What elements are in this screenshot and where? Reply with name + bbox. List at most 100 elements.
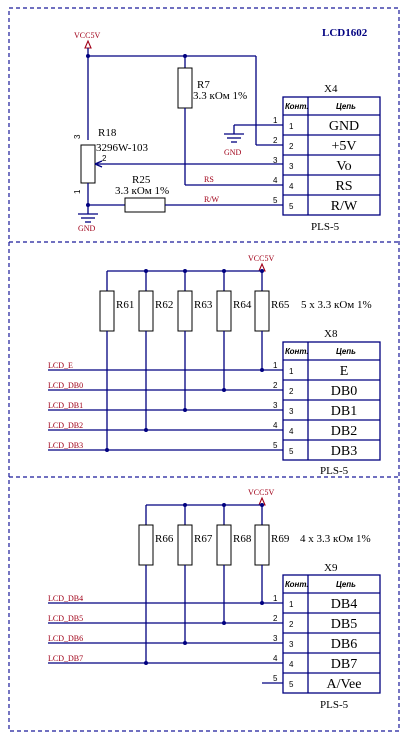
resistor-r66	[138, 524, 154, 566]
net-label: LCD_DB0	[48, 381, 83, 390]
net-label-rw: R/W	[204, 195, 220, 204]
net-label: LCD_DB5	[48, 614, 83, 623]
x9-row-net: A/Vee	[327, 677, 362, 692]
x4-type: PLS-5	[311, 221, 340, 233]
resistor-ref: R63	[194, 299, 213, 311]
resistor-ref: R66	[155, 533, 174, 545]
resistor-r63	[177, 290, 193, 332]
net-label: LCD_DB1	[48, 401, 83, 410]
x8-row-pin: 3	[289, 407, 294, 416]
x9-row-pin: 4	[289, 660, 294, 669]
group3-note: 4 x 3.3 кОм 1%	[300, 533, 371, 545]
x8-header-net: Цепь	[336, 347, 356, 356]
x4-pin-number: 4	[273, 176, 278, 185]
resistor-r65	[254, 290, 270, 332]
x4-row-pin: 1	[289, 122, 294, 131]
x8-ref: X8	[324, 328, 338, 340]
x8-row-net: DB2	[331, 424, 357, 439]
x4-pin-number: 1	[273, 116, 278, 125]
x8-outline	[282, 341, 381, 461]
x4-row-pin: 4	[289, 182, 294, 191]
r18-pin2: 2	[102, 154, 107, 163]
net-label: LCD_DB4	[48, 594, 83, 603]
resistor-r69	[254, 524, 270, 566]
resistor-ref: R61	[116, 299, 134, 311]
x9-row-pin: 3	[289, 640, 294, 649]
resistor-ref: R64	[233, 299, 252, 311]
x4-row-net: RS	[335, 179, 352, 194]
net-label: LCD_E	[48, 361, 73, 370]
resistor-ref: R67	[194, 533, 213, 545]
x8-row-net: DB1	[331, 404, 357, 419]
x9-row-net: DB6	[331, 637, 357, 652]
x8-row-pin: 2	[289, 387, 294, 396]
x9-row-net: DB4	[331, 597, 357, 612]
x8-row-net: DB0	[331, 384, 357, 399]
x9-ref: X9	[324, 562, 338, 574]
net-label: LCD_DB7	[48, 654, 83, 663]
net-label: LCD_DB6	[48, 634, 83, 643]
x8-pin-number: 3	[273, 401, 278, 410]
resistor-r67	[177, 524, 193, 566]
x4-row-net: R/W	[331, 199, 358, 214]
r7-ref: R7	[197, 79, 210, 91]
group2-note: 5 x 3.3 кОм 1%	[301, 299, 372, 311]
net-label: LCD_DB2	[48, 421, 83, 430]
resistor-ref: R62	[155, 299, 173, 311]
x9-row-net: DB5	[331, 617, 357, 632]
resistor-r7	[177, 67, 193, 109]
net-label: LCD_DB3	[48, 441, 83, 450]
x9-row-pin: 2	[289, 620, 294, 629]
x8-row-pin: 1	[289, 367, 294, 376]
r7-value: 3.3 кОм 1%	[193, 90, 247, 102]
x8-pin-number: 2	[273, 381, 278, 390]
x8-pin-number: 4	[273, 421, 278, 430]
x8-row-pin: 4	[289, 427, 294, 436]
x9-pin-number: 3	[273, 634, 278, 643]
x4-pin-number: 3	[273, 156, 278, 165]
resistor-ref: R69	[271, 533, 290, 545]
x9-pin-number: 5	[273, 674, 278, 683]
x9-header-pin: Конт.	[285, 580, 309, 589]
x8-row-net: DB3	[331, 444, 357, 459]
net-label-rs: RS	[204, 175, 214, 184]
x8-pin-number: 5	[273, 441, 278, 450]
x8-type: PLS-5	[320, 465, 349, 477]
x9-row-pin: 1	[289, 600, 294, 609]
x4-ref: X4	[324, 83, 338, 95]
power-label: VCC5V	[74, 31, 100, 40]
power-arrow-icon	[84, 39, 92, 49]
r18-ref: R18	[98, 127, 117, 139]
r18-pin3: 3	[73, 134, 82, 139]
r25-ref: R25	[132, 174, 151, 186]
resistor-r64	[216, 290, 232, 332]
x4-row-pin: 3	[289, 162, 294, 171]
r18-pin1: 1	[73, 189, 82, 194]
wiper-arrow-icon	[94, 160, 103, 168]
resistor-r62	[138, 290, 154, 332]
x4-row-net: GND	[329, 119, 359, 134]
x8-row-net: E	[340, 364, 349, 379]
x8-header-pin: Конт.	[285, 347, 309, 356]
x9-pin-number: 1	[273, 594, 278, 603]
sheet-title: LCD1602	[322, 27, 368, 39]
x4-header-pin: Конт.	[285, 102, 309, 111]
resistor-ref: R65	[271, 299, 290, 311]
ground-label: GND	[78, 224, 96, 233]
r25-value: 3.3 кОм 1%	[115, 185, 169, 197]
x4-row-pin: 2	[289, 142, 294, 151]
x9-row-net: DB7	[331, 657, 357, 672]
x9-header-net: Цепь	[336, 580, 356, 589]
potentiometer-r18	[80, 144, 96, 184]
resistor-r25	[124, 197, 166, 213]
x9-outline	[282, 574, 381, 694]
x4-row-pin: 5	[289, 202, 294, 211]
x9-pin-number: 2	[273, 614, 278, 623]
resistor-r68	[216, 524, 232, 566]
